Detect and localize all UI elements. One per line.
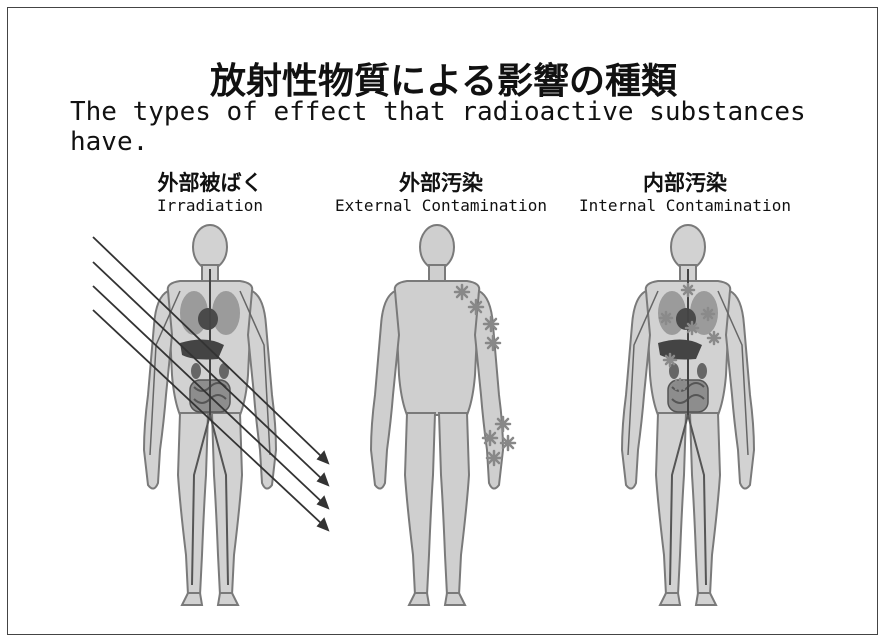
irradiation-figure bbox=[144, 225, 276, 605]
external-contamination-figure bbox=[371, 225, 503, 605]
internal-contamination-figure bbox=[622, 225, 754, 605]
